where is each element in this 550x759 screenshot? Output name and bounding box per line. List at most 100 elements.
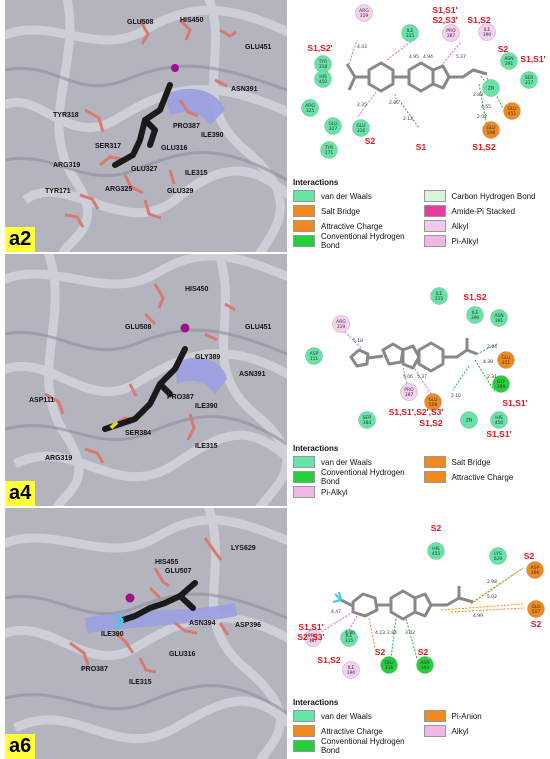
- site-label: S1,S1': [298, 622, 323, 632]
- residue-name: 507: [532, 609, 541, 615]
- residue-name: 450: [495, 420, 504, 426]
- panel-tag: a2: [5, 227, 36, 252]
- distance-label: 4.86: [345, 630, 355, 636]
- residue-name: GLU: [501, 355, 510, 361]
- residue-label: PRO387: [173, 123, 200, 130]
- residue-label: ARG325: [105, 186, 133, 193]
- residue-name: GLU: [356, 123, 365, 129]
- residue-label: ILE315: [195, 443, 218, 450]
- residue-name: 315: [435, 296, 444, 302]
- residue-label: PRO387: [81, 666, 108, 673]
- legend-swatch: [293, 471, 315, 483]
- residue-label: GLU329: [167, 188, 194, 195]
- residue-name: GLU: [428, 397, 437, 403]
- ligand-2d-diagram: ARG319ILE315PRO387ILE390TYR318ASN391HIS4…: [301, 4, 546, 159]
- legend-label: Conventional Hydrogen Bond: [321, 737, 405, 755]
- legend-title: Interactions: [293, 178, 339, 187]
- legend-title: Interactions: [293, 698, 339, 707]
- residue-label: ASN391: [239, 371, 266, 378]
- residue-name: PRO: [446, 28, 456, 34]
- protein-3d-view-a2: GLU508 HIS450 GLU451 ASN391 TYR318 PRO38…: [5, 0, 287, 252]
- residue-label: ASN391: [231, 86, 258, 93]
- residue-label: GLU508: [127, 19, 154, 26]
- legend-item: Pi-Alkyl: [423, 235, 549, 247]
- legend-item: van der Waals: [293, 456, 418, 468]
- legend-swatch: [423, 710, 446, 722]
- residue-name: 387: [405, 392, 414, 398]
- legend-swatch: [423, 725, 446, 737]
- residue-name: 451: [502, 360, 511, 366]
- legend-item: Conventional Hydrogen Bond: [293, 468, 418, 486]
- legend-swatch: [293, 190, 315, 202]
- residue-label: LYS629: [231, 545, 256, 552]
- legend-swatch: [423, 190, 446, 202]
- site-label: S1,S1': [486, 429, 511, 438]
- residue-name: ASP: [531, 565, 540, 571]
- residue-name: ASP: [310, 351, 319, 357]
- legend-label: Pi-Alkyl: [451, 236, 479, 246]
- residue-name: ARG: [359, 8, 369, 14]
- site-label: S2: [365, 136, 376, 146]
- residue-label: SER317: [95, 143, 122, 150]
- residue-name: GLU: [531, 604, 540, 610]
- residue-label: HIS455: [155, 559, 179, 566]
- residue-name: 319: [360, 13, 369, 19]
- residue-name: 171: [325, 150, 334, 156]
- residue-name: GLU: [486, 125, 495, 131]
- legend-swatch: [293, 725, 315, 737]
- legend-label: Salt Bridge: [321, 206, 361, 216]
- residue-name: 325: [306, 108, 315, 114]
- residue-label: TYR318: [53, 112, 79, 119]
- site-label: S1,S2: [467, 15, 490, 25]
- residue-circle: PRO387: [400, 383, 418, 401]
- residue-label: ILE315: [185, 170, 208, 177]
- residue-circle: ILE390: [478, 23, 496, 41]
- residue-name: 111: [310, 356, 319, 362]
- residue-circle: ARG319: [332, 315, 350, 333]
- site-label: S2: [524, 551, 535, 561]
- distance-label: 2.88: [473, 92, 483, 98]
- panel-tag: a6: [5, 734, 36, 759]
- residue-circle: GLU451: [497, 351, 515, 369]
- residue-circle: ILE315: [430, 287, 448, 305]
- legend-swatch: [423, 456, 446, 468]
- legend-item: Conventional Hydrogen Bond: [293, 737, 418, 755]
- residue-circle: TYR171: [320, 141, 338, 159]
- site-label: S1,S1': [432, 5, 457, 15]
- protein-cartoon-a6: [5, 508, 287, 759]
- residue-name: ASN: [494, 313, 503, 319]
- residue-circle: ASN391: [490, 309, 508, 327]
- residue-name: 389: [497, 384, 506, 390]
- residue-label: GLY389: [195, 354, 221, 361]
- residue-name: ZN: [466, 418, 472, 424]
- residue-name: 390: [471, 315, 480, 321]
- residue-label: GLU316: [161, 145, 188, 152]
- distance-label: 3.02: [405, 630, 415, 636]
- residue-label: TYR171: [45, 188, 71, 195]
- residue-circle: ASN394: [416, 656, 434, 674]
- legend-label: Attractive Charge: [321, 726, 383, 736]
- residue-name: 387: [447, 33, 456, 39]
- legend-label: Attractive Charge: [321, 221, 383, 231]
- panel-tag: a4: [5, 481, 36, 506]
- legend-item: Attractive Charge: [293, 725, 418, 737]
- residue-circle: HIS455: [427, 542, 445, 560]
- residue-circle: PRO387: [442, 24, 460, 42]
- residue-circle: ILE315: [340, 629, 358, 647]
- residue-name: 391: [505, 61, 514, 67]
- residue-label: GLU327: [131, 166, 158, 173]
- protein-3d-view-a4: HIS450 GLU508 GLU451 GLY389 ASN391 PRO38…: [5, 254, 287, 506]
- distance-label: 4.38: [483, 359, 493, 365]
- site-label: S2: [418, 647, 429, 657]
- legend-swatch: [293, 220, 315, 232]
- residue-name: 629: [494, 556, 503, 562]
- residue-name: TYR: [318, 59, 328, 65]
- legend-swatch: [423, 205, 446, 217]
- site-label: S2: [375, 647, 386, 657]
- residue-name: GLU: [384, 660, 393, 666]
